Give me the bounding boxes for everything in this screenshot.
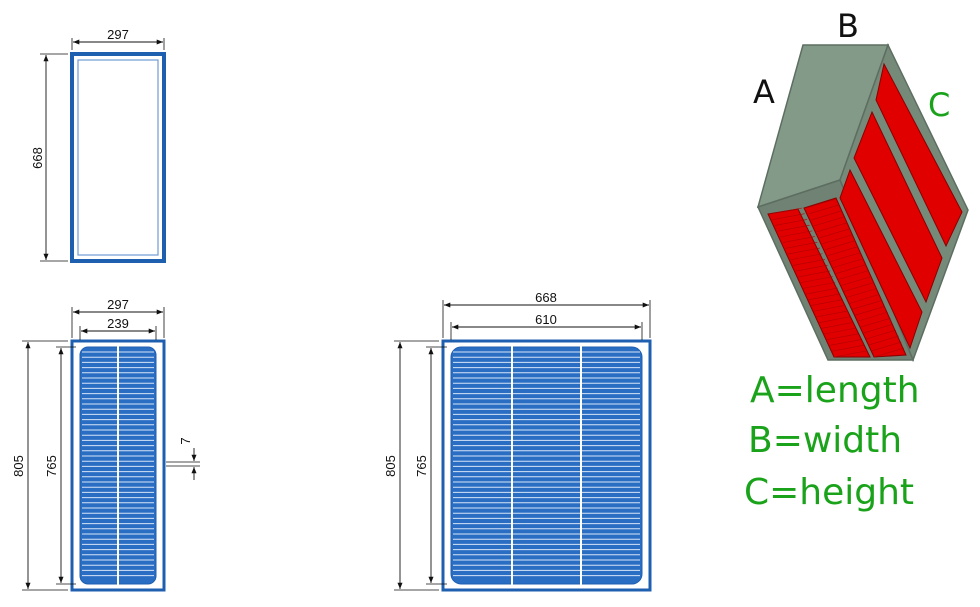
cube-slat-line bbox=[777, 224, 810, 232]
cube-label-b: B bbox=[837, 7, 859, 45]
cube-slat-line bbox=[798, 270, 831, 278]
cube-slat-line bbox=[871, 341, 902, 352]
wide-outer-width-label: 668 bbox=[535, 290, 557, 305]
cube-slat-line bbox=[803, 282, 836, 289]
cube-slat-line bbox=[833, 258, 864, 268]
cube-slat-line bbox=[805, 287, 838, 295]
cube-slat-line bbox=[808, 204, 839, 215]
cube-slat-line bbox=[852, 300, 883, 310]
right-panel-2 bbox=[853, 110, 943, 304]
cube-slat-line bbox=[780, 230, 813, 238]
cube-slat-line bbox=[772, 213, 805, 221]
narrow-inner-height-label: 765 bbox=[44, 455, 59, 477]
cube-label-c: C bbox=[928, 86, 950, 124]
wide-inner-width-label: 610 bbox=[535, 312, 557, 327]
legend-height: C=height bbox=[744, 472, 914, 513]
cube-slat-line bbox=[795, 264, 828, 272]
cube-slat-line bbox=[769, 207, 803, 215]
cube-slat-line bbox=[854, 305, 886, 316]
cube-slat-line bbox=[841, 276, 872, 286]
narrow-outer-width-label: 297 bbox=[107, 297, 129, 312]
cube-slat-line bbox=[816, 222, 847, 233]
narrow-panel-drawing: 297 239 805 765 7 bbox=[11, 297, 200, 592]
wide-inner-height-dimension: 765 bbox=[414, 346, 447, 585]
cube-slat-line bbox=[865, 329, 896, 340]
legend-length: A=length bbox=[750, 370, 920, 411]
frame-width-dimension: 297 bbox=[71, 27, 165, 50]
cube-slat-line bbox=[790, 253, 823, 261]
cube-slat-line bbox=[775, 219, 808, 226]
right-panel-3 bbox=[839, 168, 923, 350]
cube-slat-line bbox=[824, 240, 856, 251]
front-panel-2 bbox=[803, 197, 907, 358]
slat-gap-dimension: 7 bbox=[166, 437, 200, 480]
cube-slat-line bbox=[868, 335, 899, 346]
cube-slat-line bbox=[838, 270, 869, 280]
frame-outer-border bbox=[70, 52, 166, 263]
wide-inner-width-dimension: 610 bbox=[450, 312, 643, 340]
cube-slat-line bbox=[831, 344, 864, 352]
cube-slat-line bbox=[810, 299, 844, 306]
legend-width: B=width bbox=[748, 420, 902, 461]
wide-inner-height-label: 765 bbox=[414, 455, 429, 477]
cube-slat-line bbox=[811, 210, 842, 221]
cube-slat-line bbox=[821, 322, 854, 329]
cube-slat-line bbox=[873, 347, 905, 358]
slat-gap-label: 7 bbox=[178, 437, 193, 444]
narrow-outer-height-dimension: 805 bbox=[11, 340, 68, 591]
cube-slat-line bbox=[819, 228, 850, 239]
cube-slat-line bbox=[808, 293, 841, 301]
frame-height-dimension: 668 bbox=[30, 53, 68, 262]
cube-slat-line bbox=[805, 198, 837, 209]
cube-slat-line bbox=[787, 247, 820, 255]
narrow-outer-height-label: 805 bbox=[11, 455, 26, 477]
cube-slat-line bbox=[835, 264, 867, 274]
cube-slat-line bbox=[785, 242, 818, 249]
cube-slat-line bbox=[814, 216, 845, 227]
wide-panel-drawing: 668 610 805 765 bbox=[383, 290, 652, 592]
cube-slat-line bbox=[843, 282, 875, 292]
cube-slat-line bbox=[818, 316, 851, 323]
cube-slat-line bbox=[823, 327, 856, 335]
wide-panel-inner bbox=[450, 346, 643, 585]
frame-width-label: 297 bbox=[107, 27, 129, 42]
isometric-block: A B C bbox=[753, 7, 969, 363]
wide-outer-width-dimension: 668 bbox=[442, 290, 651, 338]
cube-slat-line bbox=[816, 310, 849, 318]
cube-slat-line bbox=[863, 323, 894, 334]
cube-slat-line bbox=[826, 333, 859, 341]
narrow-inner-width-label: 239 bbox=[107, 316, 129, 331]
cube-slat-line bbox=[833, 350, 867, 358]
cube-slat-line bbox=[830, 252, 861, 262]
cube-slat-line bbox=[828, 339, 861, 346]
narrow-inner-height-dimension: 765 bbox=[44, 346, 76, 585]
cube-label-a: A bbox=[753, 73, 775, 111]
right-panel-1 bbox=[875, 62, 963, 248]
cube-slat-line bbox=[813, 304, 846, 312]
dimension-legend: A=length B=width C=height bbox=[744, 370, 920, 513]
front-panel-slats bbox=[769, 198, 905, 358]
cube-slat-line bbox=[792, 259, 826, 266]
cube-slat-line bbox=[800, 276, 833, 283]
cube-slat-line bbox=[857, 311, 888, 322]
cube-slat-line bbox=[827, 246, 858, 256]
wide-panel-slats bbox=[453, 351, 640, 577]
cube-slat-line bbox=[860, 317, 891, 328]
cube-slat-line bbox=[782, 236, 815, 243]
cube-slat-line bbox=[849, 294, 880, 304]
frame-drawing: 297 668 bbox=[30, 27, 166, 263]
frame-height-label: 668 bbox=[30, 147, 45, 169]
narrow-outer-width-dimension: 297 bbox=[71, 297, 165, 338]
cube-slat-line bbox=[846, 288, 877, 298]
wide-outer-height-label: 805 bbox=[383, 455, 398, 477]
frame-inner-border bbox=[77, 59, 159, 256]
narrow-inner-width-dimension: 239 bbox=[79, 316, 157, 340]
cube-slat-line bbox=[822, 234, 853, 245]
wide-outer-height-dimension: 805 bbox=[383, 340, 439, 591]
